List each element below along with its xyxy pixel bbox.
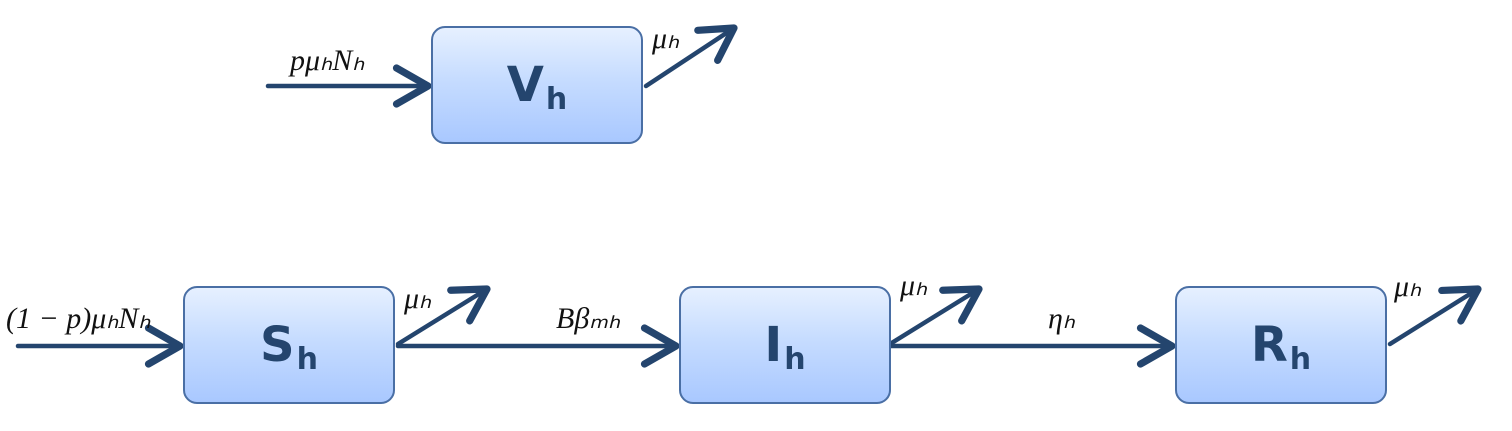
inf-death-arrow xyxy=(887,285,983,347)
compartment-symbol: S xyxy=(260,317,295,373)
inf-death-label: μₕ xyxy=(900,269,928,302)
susc-death-arrow xyxy=(395,285,491,347)
vacc-death-label: μₕ xyxy=(652,22,680,55)
rec-death-arrow xyxy=(1387,285,1482,347)
rec-death-label: μₕ xyxy=(1394,270,1422,303)
recovery-rate-label: ηₕ xyxy=(1048,302,1076,335)
compartment-subscript: h xyxy=(784,341,806,377)
compartment-symbol: R xyxy=(1250,317,1288,373)
infection-rate-label: Bβₘₕ xyxy=(556,302,621,335)
vacc-death-arrow xyxy=(643,24,738,89)
compartment-subscript: h xyxy=(1289,341,1312,377)
compartment-symbol: V xyxy=(506,57,544,113)
compartment-subscript: h xyxy=(296,341,318,377)
vacc-inflow-label: pμₕNₕ xyxy=(290,44,365,77)
compartment-symbol: I xyxy=(764,317,783,373)
compartment-subscript: h xyxy=(545,81,568,117)
susc-death-label: μₕ xyxy=(404,282,432,315)
susc-inflow-label: (1 − p)μₕNₕ xyxy=(6,302,151,335)
